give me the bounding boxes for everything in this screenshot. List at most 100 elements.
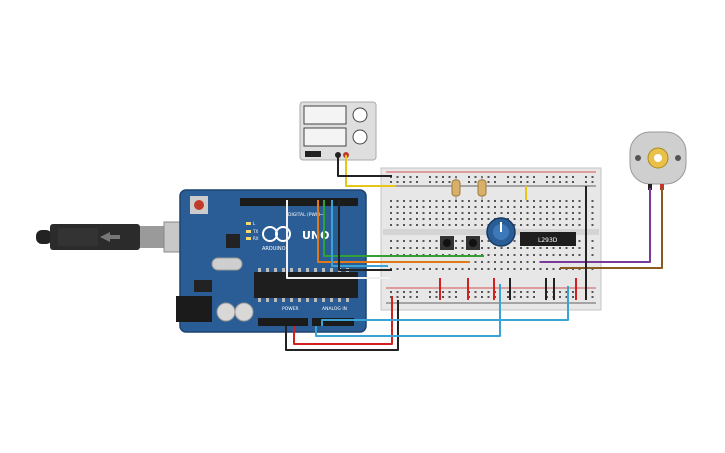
breadboard-hole[interactable] [513, 224, 516, 226]
breadboard-hole[interactable] [520, 218, 522, 220]
breadboard-hole[interactable] [533, 200, 535, 202]
breadboard-hole[interactable] [559, 176, 561, 178]
breadboard-hole[interactable] [403, 240, 405, 242]
breadboard-hole[interactable] [461, 240, 464, 242]
breadboard-hole[interactable] [572, 247, 574, 249]
breadboard-hole[interactable] [442, 291, 444, 293]
breadboard-hole[interactable] [390, 224, 392, 226]
breadboard-hole[interactable] [409, 247, 412, 249]
breadboard-hole[interactable] [526, 200, 529, 202]
breadboard-hole[interactable] [507, 247, 509, 249]
breadboard-hole[interactable] [565, 212, 568, 214]
breadboard-hole[interactable] [474, 181, 477, 183]
breadboard-hole[interactable] [520, 176, 522, 178]
breadboard-hole[interactable] [429, 240, 431, 242]
breadboard-hole[interactable] [494, 200, 496, 202]
breadboard-hole[interactable] [468, 212, 470, 214]
breadboard-hole[interactable] [487, 176, 490, 178]
breadboard-hole[interactable] [526, 218, 529, 220]
breadboard-hole[interactable] [520, 254, 522, 256]
breadboard-hole[interactable] [435, 247, 438, 249]
voltage-knob[interactable] [352, 107, 368, 123]
breadboard-hole[interactable] [520, 206, 522, 208]
breadboard-hole[interactable] [416, 206, 418, 208]
breadboard-hole[interactable] [507, 200, 509, 202]
breadboard-hole[interactable] [481, 206, 483, 208]
breadboard-hole[interactable] [396, 291, 399, 293]
breadboard-hole[interactable] [572, 206, 574, 208]
l293d-chip[interactable]: L293D [520, 232, 576, 246]
breadboard-hole[interactable] [494, 261, 496, 263]
breadboard-hole[interactable] [533, 181, 535, 183]
breadboard-hole[interactable] [520, 200, 522, 202]
breadboard-hole[interactable] [546, 181, 548, 183]
breadboard-hole[interactable] [409, 181, 412, 183]
breadboard-hole[interactable] [513, 247, 516, 249]
breadboard-hole[interactable] [572, 254, 574, 256]
breadboard-hole[interactable] [539, 224, 542, 226]
breadboard-hole[interactable] [565, 224, 568, 226]
breadboard-hole[interactable] [435, 291, 438, 293]
breadboard-hole[interactable] [390, 181, 392, 183]
breadboard-hole[interactable] [435, 181, 438, 183]
breadboard-hole[interactable] [468, 200, 470, 202]
breadboard-hole[interactable] [448, 176, 451, 178]
breadboard-hole[interactable] [390, 240, 392, 242]
breadboard-hole[interactable] [533, 176, 535, 178]
breadboard-hole[interactable] [409, 176, 412, 178]
breadboard-hole[interactable] [448, 181, 451, 183]
breadboard-hole[interactable] [481, 218, 483, 220]
breadboard-hole[interactable] [487, 247, 490, 249]
breadboard-hole[interactable] [559, 218, 561, 220]
breadboard-hole[interactable] [422, 218, 425, 220]
breadboard-hole[interactable] [396, 240, 399, 242]
breadboard-hole[interactable] [416, 218, 418, 220]
breadboard-hole[interactable] [494, 268, 496, 270]
breadboard-hole[interactable] [487, 296, 490, 298]
breadboard-hole[interactable] [526, 206, 529, 208]
breadboard-hole[interactable] [468, 224, 470, 226]
breadboard-hole[interactable] [533, 247, 535, 249]
breadboard-hole[interactable] [481, 212, 483, 214]
breadboard-hole[interactable] [429, 212, 431, 214]
dc-power-supply[interactable] [299, 101, 377, 161]
breadboard-hole[interactable] [565, 296, 568, 298]
breadboard-hole[interactable] [533, 224, 535, 226]
breadboard-hole[interactable] [396, 218, 399, 220]
breadboard-hole[interactable] [552, 218, 555, 220]
breadboard-hole[interactable] [409, 206, 412, 208]
breadboard-hole[interactable] [520, 296, 522, 298]
breadboard-hole[interactable] [565, 254, 568, 256]
breadboard-hole[interactable] [559, 254, 561, 256]
breadboard-hole[interactable] [435, 268, 438, 270]
breadboard-hole[interactable] [403, 218, 405, 220]
breadboard-hole[interactable] [559, 212, 561, 214]
breadboard-hole[interactable] [390, 206, 392, 208]
breadboard-hole[interactable] [494, 181, 496, 183]
breadboard-hole[interactable] [403, 291, 405, 293]
breadboard-hole[interactable] [474, 291, 477, 293]
breadboard-hole[interactable] [513, 240, 516, 242]
breadboard-hole[interactable] [429, 218, 431, 220]
breadboard-hole[interactable] [455, 268, 457, 270]
breadboard-hole[interactable] [513, 261, 516, 263]
breadboard-hole[interactable] [552, 224, 555, 226]
breadboard-hole[interactable] [533, 296, 535, 298]
breadboard-hole[interactable] [507, 254, 509, 256]
breadboard-hole[interactable] [507, 291, 509, 293]
breadboard-hole[interactable] [572, 296, 574, 298]
breadboard-hole[interactable] [559, 206, 561, 208]
breadboard-hole[interactable] [416, 200, 418, 202]
breadboard-hole[interactable] [539, 254, 542, 256]
breadboard-hole[interactable] [435, 296, 438, 298]
breadboard-hole[interactable] [539, 218, 542, 220]
breadboard-hole[interactable] [559, 247, 561, 249]
breadboard-hole[interactable] [591, 200, 594, 202]
breadboard-hole[interactable] [409, 291, 412, 293]
breadboard-hole[interactable] [435, 206, 438, 208]
breadboard-hole[interactable] [578, 206, 581, 208]
breadboard-hole[interactable] [468, 181, 470, 183]
breadboard-hole[interactable] [572, 212, 574, 214]
breadboard-hole[interactable] [429, 181, 431, 183]
breadboard-hole[interactable] [520, 212, 522, 214]
